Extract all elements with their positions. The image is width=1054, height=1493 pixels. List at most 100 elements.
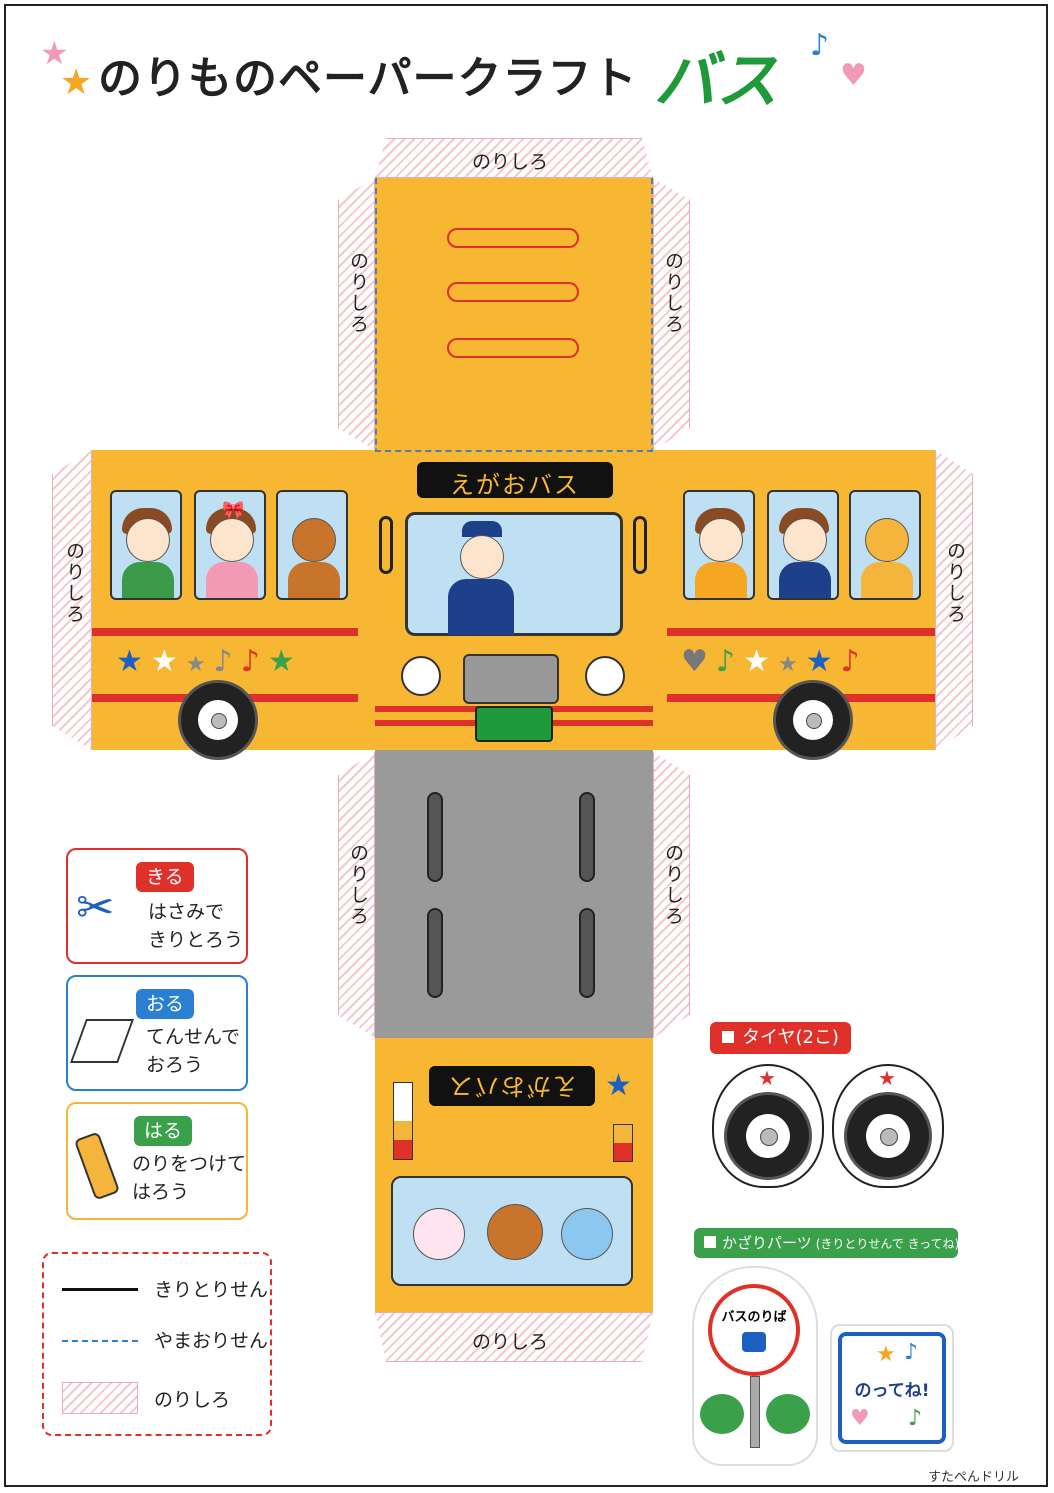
passenger-window: 🎀: [194, 490, 266, 600]
cut-line-sample: [62, 1288, 138, 1291]
legend-paste: はる のりをつけて はろう: [66, 1102, 248, 1220]
deco-note-text: (きりとりせんで きってね): [815, 1237, 958, 1251]
glue-tab-bottom-left: のりしろ: [338, 752, 375, 1038]
fold-icon: [69, 1019, 135, 1063]
driver-body: [448, 579, 514, 635]
wheel-icon: [178, 680, 258, 760]
bus-stop-part: バスのりば: [692, 1266, 818, 1466]
glue-tab-bottom-right: のりしろ: [653, 752, 690, 1038]
bus-stop-sign: バスのりば: [708, 1284, 800, 1376]
title-area: ★ ★ のりものペーパークラフト バス ♪ ♥: [40, 28, 880, 117]
legend-lines: きりとりせん やまおりせん のりしろ: [42, 1252, 272, 1436]
music-note-icon: ♪: [908, 1406, 923, 1431]
passenger-shirt: [695, 562, 747, 598]
destination-sign: えがおバス: [417, 462, 613, 499]
star-icon: ★: [805, 644, 841, 679]
ride-card-inner: ★ ♪ のってね! ♥ ♪: [838, 1332, 946, 1444]
music-note-icon: ♪: [840, 644, 868, 679]
glue-tab-left: のりしろ: [52, 450, 92, 750]
glue-tab-roof-left: のりしろ: [338, 178, 375, 450]
legend-fold-line: やまおりせん: [154, 1330, 269, 1352]
star-icon: ★: [267, 644, 303, 679]
tire-tread: [427, 908, 443, 998]
wheel-icon: [773, 680, 853, 760]
passenger-face: [210, 518, 254, 562]
sign-text: えがおバス: [450, 471, 580, 499]
roof-vent: [447, 282, 579, 302]
heart-icon: ♥: [840, 58, 867, 93]
rear-lights-right: [613, 1124, 633, 1162]
wheel-icon: [724, 1092, 812, 1180]
passenger-shirt: [206, 562, 258, 598]
legend-fold-line1: てんせんで: [146, 1026, 241, 1048]
bow-icon: 🎀: [222, 500, 245, 521]
passenger-bear-cub: [487, 1204, 543, 1260]
music-note-icon: ♪: [904, 1340, 919, 1365]
passenger-window: [683, 490, 755, 600]
star-icon: ★: [878, 1066, 896, 1090]
bus-front: えがおバス: [375, 450, 653, 750]
passenger-rabbit: [413, 1208, 465, 1260]
wheel-hub: [760, 1128, 778, 1146]
bus-stop-pole: [750, 1376, 760, 1448]
glue-tab-roof-right: のりしろ: [653, 178, 690, 450]
star-icon: ★: [758, 1066, 776, 1090]
credit-text: すたぺんドリル: [928, 1470, 1020, 1485]
bus-bottom: [375, 750, 653, 1038]
star-icon: ★: [777, 652, 806, 677]
music-note-icon: ♪: [240, 644, 268, 679]
bus-roof: [375, 178, 653, 450]
decor-icons: ★★★♪♪★: [116, 644, 303, 679]
bush-left: [700, 1394, 744, 1434]
passenger-face: [699, 518, 743, 562]
glue-label: のりしろ: [472, 151, 549, 173]
passenger-dog: [292, 518, 336, 562]
bus-side-left: 🎀 ★★★♪♪★: [92, 450, 375, 760]
rear-sign: えがおバス: [429, 1066, 595, 1106]
ride-card-text: のってね!: [854, 1381, 930, 1401]
legend-fold-line2: おろう: [146, 1054, 204, 1076]
deco-label-text: かざりパーツ: [722, 1234, 812, 1252]
tag-paste: はる: [134, 1116, 193, 1146]
checkbox-icon: [722, 1031, 734, 1043]
star-icon: ★: [185, 652, 214, 677]
glue-label: のりしろ: [347, 843, 369, 927]
tires-label-text: タイヤ(2こ): [742, 1027, 839, 1048]
passenger-window: [110, 490, 182, 600]
roof-vent: [447, 228, 579, 248]
fold-line-sample: [62, 1340, 138, 1342]
driver-face: [460, 535, 504, 579]
legend-glue-area: のりしろ: [154, 1389, 231, 1411]
front-grille: [463, 654, 559, 704]
page-title-accent: バス: [654, 44, 779, 117]
wheel-hub: [211, 713, 227, 729]
bus-side-right: ♥♪★★★♪: [653, 450, 935, 760]
glue-stick-icon: [73, 1131, 121, 1201]
license-plate: [475, 706, 553, 742]
deco-label: かざりパーツ(きりとりせんで きってね): [694, 1228, 958, 1258]
mirror-left: [379, 516, 393, 574]
passenger-face: [126, 518, 170, 562]
sign-text-rotated: えがおバス: [447, 1072, 577, 1100]
legend-fold: おる てんせんで おろう: [66, 975, 248, 1091]
bush-right: [766, 1394, 810, 1434]
orange-star-icon: ★: [60, 62, 93, 103]
checkbox-icon: [704, 1236, 716, 1248]
side-stripe: [667, 628, 935, 636]
passenger-window: [276, 490, 348, 600]
glue-area-sample: [62, 1382, 138, 1414]
glue-label: のりしろ: [662, 251, 684, 335]
bus-icon: [742, 1332, 766, 1352]
driver-hat: [462, 521, 502, 537]
glue-tab-right: のりしろ: [935, 450, 973, 750]
passenger-suit: [779, 562, 831, 598]
legend-cut: ✂ きる はさみで きりとろう: [66, 848, 248, 964]
legend-cut-line2: きりとろう: [148, 929, 244, 951]
wheel-icon: [844, 1092, 932, 1180]
fold-line: [375, 450, 653, 452]
star-icon: ★: [743, 644, 778, 679]
heart-icon: ♥: [850, 1406, 870, 1431]
headlight-left: [401, 656, 441, 696]
music-note-icon: ♪: [810, 28, 830, 63]
decor-icons: ♥♪★★★♪: [681, 644, 868, 679]
